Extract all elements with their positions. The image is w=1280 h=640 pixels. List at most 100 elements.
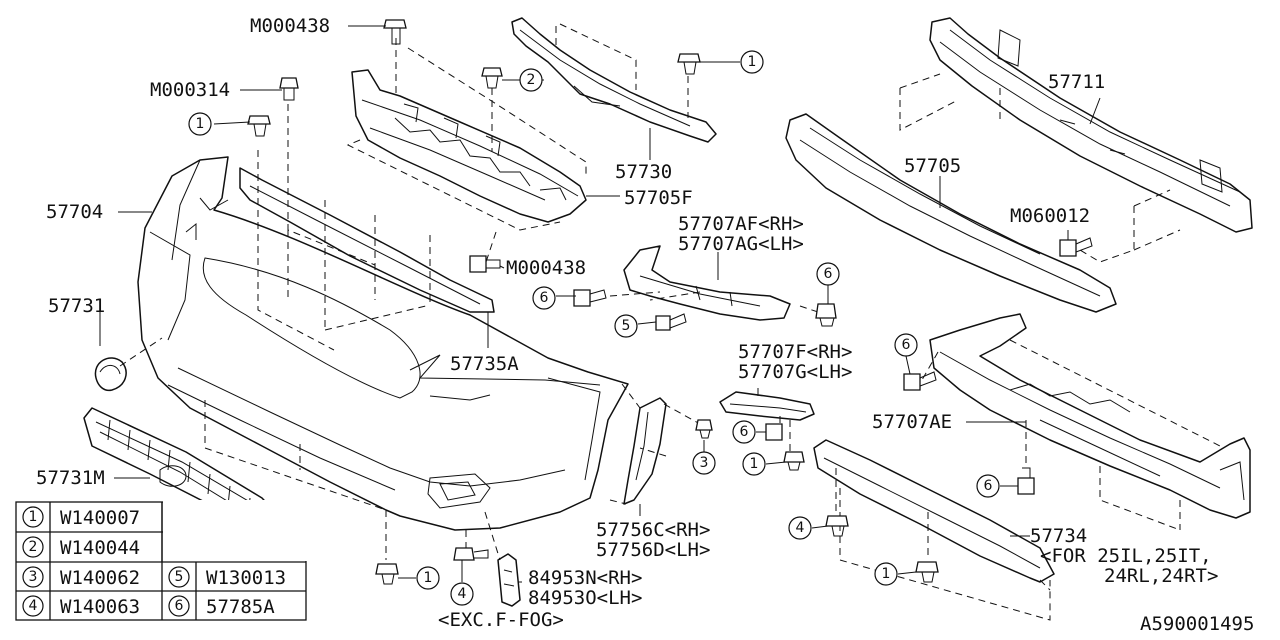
callout-circle: 1: [416, 566, 440, 590]
svg-text:1: 1: [424, 570, 433, 586]
callout-circle: 6: [532, 286, 556, 310]
bolt-icon: [1059, 237, 1093, 257]
svg-text:1: 1: [750, 456, 759, 472]
label-84953n: 84953N<RH>: [528, 567, 642, 589]
reinforcement-beam-57711: [929, 17, 1253, 233]
callout-circle: 1: [740, 50, 764, 74]
callout-circle: 6: [732, 420, 756, 444]
clip-icon: [453, 547, 489, 561]
svg-text:2: 2: [29, 539, 38, 555]
callout-circle: 1: [188, 112, 212, 136]
fog-cap-57731: [94, 357, 127, 392]
fog-bracket-84953n: [497, 553, 521, 607]
diagram-id: A590001495: [1140, 613, 1254, 635]
label-57735a: 57735A: [450, 353, 519, 375]
bolt-icon: [1017, 467, 1035, 495]
label-exc-ffog: <EXC.F-FOG>: [438, 609, 564, 631]
clip-icon: [247, 115, 271, 137]
bolt-icon: [469, 255, 501, 273]
legend-row: 4 W140063 6 57785A: [22, 595, 275, 618]
legend-row: 3 W140062 5 W130013: [22, 566, 286, 589]
deflector-57730: [511, 17, 717, 143]
callouts: 1 2 1 6 5 6 6 6 1 3 6 4 1 1 4: [188, 50, 1000, 606]
legend-row: 2 W140044: [22, 536, 140, 559]
label-57704: 57704: [46, 201, 103, 223]
label-57705f: 57705F: [624, 187, 693, 209]
clip-icon: [375, 563, 399, 585]
side-bracket-57707af: [623, 245, 791, 321]
callout-circle: 3: [692, 451, 716, 475]
legend-part: W130013: [206, 567, 286, 589]
callout-circle: 2: [519, 68, 543, 92]
svg-text:4: 4: [458, 586, 467, 602]
callout-circle: 4: [450, 582, 474, 606]
svg-text:1: 1: [29, 509, 38, 525]
leader-lines: [99, 25, 1101, 583]
upper-strip-57735a: [239, 167, 495, 313]
label-57711: 57711: [1048, 71, 1105, 93]
callout-circle: 6: [816, 262, 840, 286]
svg-text:3: 3: [700, 455, 709, 471]
legend-part: W140062: [60, 567, 140, 589]
label-57730: 57730: [615, 161, 672, 183]
svg-text:6: 6: [740, 424, 749, 440]
label-57705: 57705: [904, 155, 961, 177]
clip-icon: [695, 419, 713, 439]
label-m060012: M060012: [1010, 205, 1090, 227]
upper-panel-57705f: [351, 69, 587, 223]
label-for-note-1: <FOR 25IL,25IT,: [1040, 545, 1212, 567]
label-57707g: 57707G<LH>: [738, 361, 852, 383]
svg-text:6: 6: [902, 337, 911, 353]
svg-text:4: 4: [796, 520, 805, 536]
svg-text:6: 6: [824, 266, 833, 282]
callout-circle: 1: [742, 452, 766, 476]
svg-text:6: 6: [540, 290, 549, 306]
label-57731m: 57731M: [36, 467, 105, 489]
clip-icon: [915, 561, 939, 583]
legend-part: 57785A: [206, 596, 275, 618]
svg-text:1: 1: [748, 54, 757, 70]
svg-text:5: 5: [175, 569, 184, 585]
legend-row: 1 W140007: [22, 506, 140, 529]
bolt-icon: [279, 77, 299, 101]
absorber-57705: [785, 113, 1117, 313]
legend-part: W140007: [60, 507, 140, 529]
label-57707ae: 57707AE: [872, 411, 952, 433]
side-filler-57756c: [623, 397, 667, 505]
small-bracket-57707f: [719, 391, 815, 421]
bolt-icon: [903, 371, 937, 391]
callout-circle: 1: [874, 562, 898, 586]
bumper-face-57704: [137, 156, 629, 531]
label-57734: 57734: [1030, 525, 1087, 547]
label-57707ag: 57707AG<LH>: [678, 233, 804, 255]
svg-text:5: 5: [622, 318, 631, 334]
svg-text:6: 6: [175, 598, 184, 614]
clip-icon: [677, 53, 701, 75]
part-labels: M000438 M000314 57704 57731 57731M 57730…: [36, 15, 1254, 635]
svg-text:1: 1: [882, 566, 891, 582]
callout-circle: 6: [976, 474, 1000, 498]
label-m000438-mid: M000438: [506, 257, 586, 279]
callout-circle: 4: [788, 516, 812, 540]
label-57756d: 57756D<LH>: [596, 539, 710, 561]
legend-part: W140063: [60, 596, 140, 618]
label-57756c: 57756C<RH>: [596, 519, 710, 541]
svg-text:3: 3: [29, 569, 38, 585]
legend-content: 1 W140007 2 W140044 3 W140062 5 W130013 …: [22, 506, 286, 618]
bolt-icon: [383, 19, 407, 45]
svg-text:6: 6: [984, 478, 993, 494]
label-84953o: 84953O<LH>: [528, 587, 642, 609]
clip-icon: [783, 451, 805, 471]
clip-icon: [481, 67, 503, 89]
svg-text:1: 1: [196, 116, 205, 132]
bolt-icon: [655, 313, 687, 331]
label-m000438-top: M000438: [250, 15, 330, 37]
svg-text:2: 2: [527, 72, 536, 88]
label-57707f: 57707F<RH>: [738, 341, 852, 363]
clip-icon: [825, 515, 849, 537]
callout-circle: 6: [894, 333, 918, 357]
callout-circle: 5: [614, 314, 638, 338]
label-57707af: 57707AF<RH>: [678, 213, 804, 235]
